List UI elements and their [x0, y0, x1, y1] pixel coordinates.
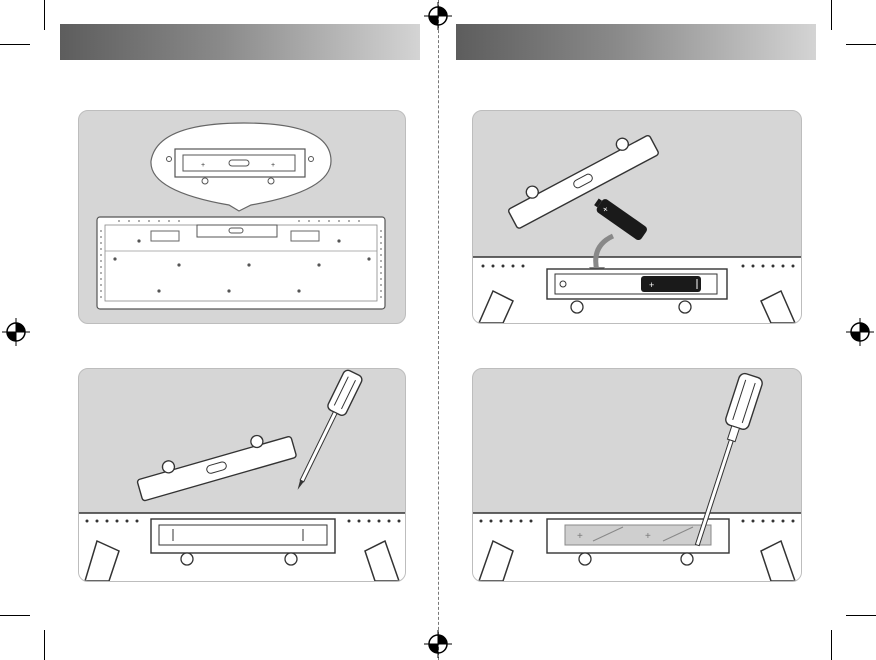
plus-label: +	[271, 162, 275, 169]
plus-label: +	[577, 531, 583, 542]
section-header-bar	[60, 24, 420, 60]
section-header-bar	[456, 24, 816, 60]
registration-mark-icon	[424, 2, 452, 30]
trim-mark	[831, 630, 832, 660]
plus-label: +	[645, 531, 651, 542]
illustration-panel-cover-removed	[78, 368, 406, 582]
illustration-panel-cover-fastened: + +	[472, 368, 802, 582]
trim-mark	[44, 630, 45, 660]
illustration-panel-tv-back: + +	[78, 110, 406, 324]
plus-label: +	[649, 280, 654, 290]
illustration-panel-battery-insert: + +	[472, 110, 802, 324]
trim-mark	[846, 44, 876, 45]
trim-mark	[831, 0, 832, 30]
registration-mark-icon	[424, 630, 452, 658]
battery-insert-illustration: + +	[473, 111, 801, 323]
screwdriver-icon	[289, 369, 364, 494]
registration-mark-icon	[846, 318, 874, 346]
fold-line	[438, 0, 439, 660]
registration-mark-icon	[2, 318, 30, 346]
plus-label: +	[201, 162, 205, 169]
battery-icon: +	[592, 195, 649, 241]
tv-back-illustration: + +	[79, 111, 405, 323]
trim-mark	[846, 615, 876, 616]
trim-mark	[0, 615, 30, 616]
cover-removed-illustration	[79, 369, 405, 581]
cover-fastened-illustration: + +	[473, 369, 801, 581]
trim-mark	[0, 44, 30, 45]
trim-mark	[44, 0, 45, 30]
